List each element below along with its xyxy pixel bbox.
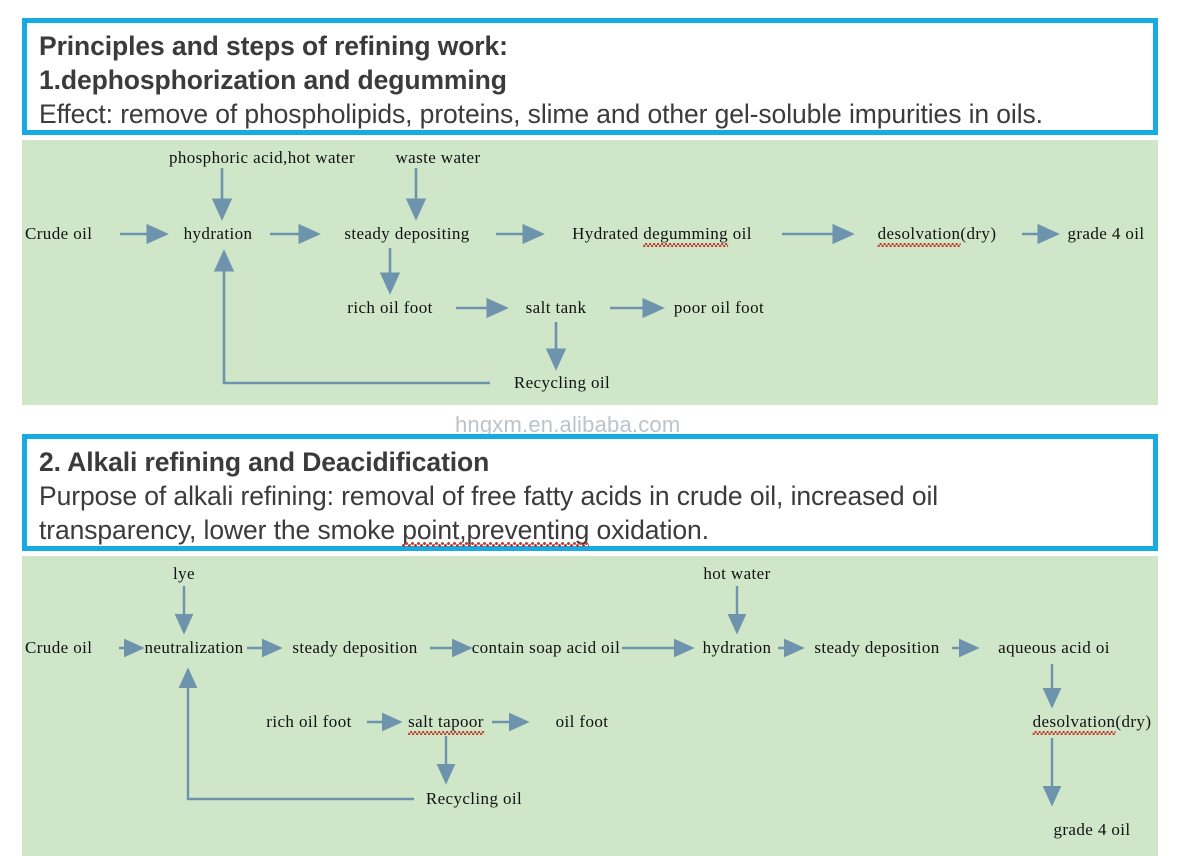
node-desolvation-dry: desolvation(dry) [878, 224, 997, 244]
node-rich-oil-foot: rich oil foot [347, 298, 433, 317]
watermark: hngxm.en.alibaba.com [455, 412, 681, 437]
spellcheck-degumming: degumming [643, 224, 729, 243]
section1-body: Effect: remove of phospholipids, protein… [39, 99, 1043, 129]
flow-arrows-section2 [119, 586, 1062, 807]
node-contain-soap-acid-oil: contain soap acid oil [471, 638, 621, 657]
node-crude-oil: Crude oil [25, 638, 93, 657]
section1-heading-line1: Principles and steps of refining work: [39, 31, 508, 61]
section2-body-line1: Purpose of alkali refining: removal of f… [39, 481, 939, 511]
node-aqueous-acid-oi: aqueous acid oi [998, 638, 1110, 657]
node-label-prefix: Hydrated [572, 224, 644, 243]
callout-section2: 2. Alkali refining and Deacidification P… [22, 434, 1158, 551]
callout-section1: Principles and steps of refining work: 1… [22, 18, 1158, 135]
node-label-suffix: oil [728, 224, 752, 243]
node-recycling-oil: Recycling oil [425, 789, 523, 808]
node-steady-deposition-2: steady deposition [814, 638, 940, 657]
node-recycling-oil: Recycling oil [513, 373, 611, 392]
node-oil-foot: oil foot [555, 712, 609, 731]
node-steady-depositing: steady depositing [344, 224, 470, 243]
node-salt-tank: salt tank [525, 298, 587, 317]
section2-heading-line1: 2. Alkali refining and Deacidification [39, 447, 490, 477]
node-neutralization: neutralization [144, 638, 244, 657]
diagram-panel-alkali-refining: lye hot water Crude oil neutralization s… [22, 556, 1158, 856]
node-hydrated-degumming-oil: Hydrated degumming oil [572, 224, 752, 244]
node-waste-water: waste water [395, 148, 481, 167]
node-hydration: hydration [183, 224, 253, 243]
node-label-suffix: (dry) [960, 224, 997, 243]
node-hot-water: hot water [703, 564, 771, 583]
node-poor-oil-foot: poor oil foot [673, 298, 765, 317]
spellcheck-salt-tapoor: salt tapoor [408, 712, 484, 731]
section2-body-line2: transparency, lower the smoke point,prev… [39, 513, 1143, 547]
node-grade-4-oil: grade 4 oil [1067, 224, 1145, 243]
node-hydration: hydration [702, 638, 772, 657]
node-steady-deposition-1: steady deposition [292, 638, 418, 657]
section1-heading-line2: 1.dephosphorization and degumming [39, 65, 507, 95]
spellcheck-point-preventing: point,preventing [402, 515, 590, 545]
spellcheck-desolvation: desolvation [877, 224, 961, 243]
node-phosphoric-acid-hot-water: phosphoric acid,hot water [168, 148, 356, 167]
spellcheck-desolvation: desolvation [1032, 712, 1116, 731]
node-crude-oil: Crude oil [25, 224, 93, 243]
node-label-suffix: (dry) [1115, 712, 1152, 731]
body-suffix: oxidation. [589, 515, 710, 545]
body-prefix: transparency, lower the smoke [39, 515, 403, 545]
node-grade-4-oil: grade 4 oil [1053, 820, 1131, 839]
node-desolvation-dry: desolvation(dry) [1033, 712, 1152, 732]
diagram-panel-dephosphorization: phosphoric acid,hot water waste water Cr… [22, 140, 1158, 405]
node-lye: lye [173, 564, 195, 583]
node-rich-oil-foot: rich oil foot [266, 712, 352, 731]
flow-arrows-section1 [120, 168, 1060, 385]
node-salt-tapoor: salt tapoor [408, 712, 484, 732]
